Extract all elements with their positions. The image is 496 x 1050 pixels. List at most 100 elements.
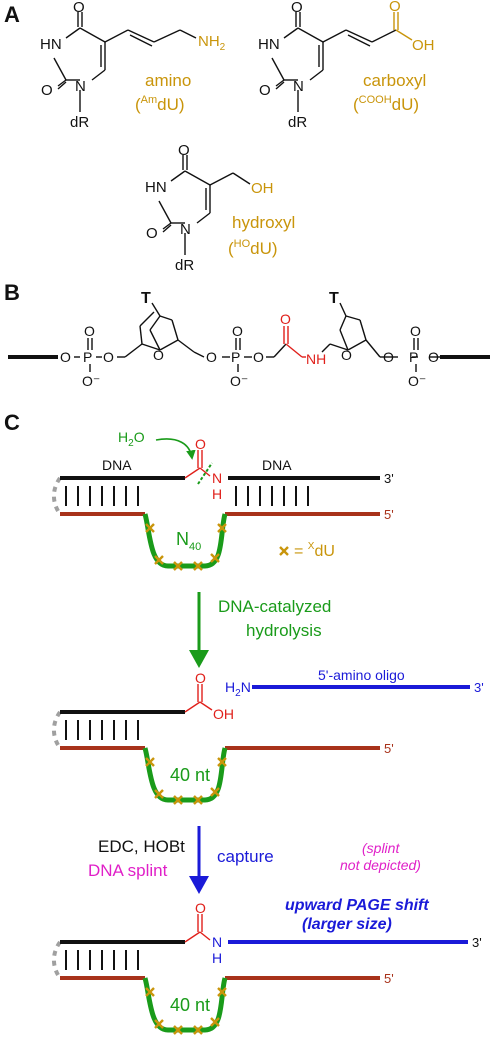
new-amide-3: [184, 914, 211, 943]
hydroxyl-ring-hn: HN: [145, 179, 167, 196]
amino-ring-dr: dR: [70, 114, 89, 131]
carboxyl-ring-hn: HN: [258, 36, 280, 53]
hydroxyl-label: hydroxyl: [232, 213, 295, 232]
carboxylic-acid-2: [184, 684, 213, 713]
cleavage-mark: [197, 462, 213, 485]
phosphate-1-p: P: [83, 349, 92, 365]
sugar-2-ring-o: O: [341, 347, 352, 363]
product-n: N: [212, 934, 222, 950]
catalytic-loop-2: [142, 747, 228, 803]
phosphate-3-o-top: O: [410, 323, 421, 339]
amide-nh: NH: [306, 351, 326, 367]
hydroxyl-dU-structure: [158, 155, 251, 255]
capture-label: capture: [217, 847, 274, 866]
splint-note-1: (splint: [362, 840, 400, 856]
step1-line1: DNA-catalyzed: [218, 597, 331, 616]
amino-abbreviation: (AmdU): [135, 94, 185, 114]
phosphate-3-o-right: O: [428, 349, 439, 365]
phosphate-3-o-left: O: [383, 349, 394, 365]
first-sugar-ring: [149, 302, 161, 351]
carboxyl-acid-oh: OH: [412, 37, 435, 54]
catalytic-loop-3: [142, 977, 228, 1033]
carboxyl-ring-n: N: [293, 78, 304, 95]
water-label: H2O: [118, 429, 145, 449]
phosphate-2-p: P: [231, 349, 240, 365]
backbone-bonds: [74, 311, 440, 372]
phosphate-2-o-top: O: [232, 323, 243, 339]
phosphate-2-o-right: O: [253, 349, 264, 365]
carboxyl-ring-dr: dR: [288, 114, 307, 131]
three-prime-1: 3': [384, 471, 394, 486]
amide-o: O: [280, 311, 291, 327]
amide-n-1: N: [212, 470, 222, 486]
h2n-label: H2N: [225, 679, 251, 699]
five-prime-1: 5': [384, 507, 394, 522]
phosphate-1-o-top: O: [84, 323, 95, 339]
splint-label: DNA splint: [88, 861, 168, 880]
amino-oligo-label: 5'-amino oligo: [318, 667, 405, 683]
loop-40nt-label-3: 40 nt: [170, 995, 210, 1015]
base-t-1: T: [141, 290, 151, 307]
three-prime-3: 3': [472, 935, 482, 950]
construct-1: [52, 438, 380, 572]
dna-label-left: DNA: [102, 457, 132, 473]
page-shift-line1: upward PAGE shift: [285, 897, 429, 914]
amino-substituent: NH2: [198, 33, 226, 53]
phosphate-2-o-left: O: [206, 349, 217, 365]
phosphate-2-o-minus: O⁻: [230, 373, 248, 389]
carboxyl-ring-o2: O: [259, 82, 271, 99]
base-pair-ticks-1: [65, 486, 309, 506]
hydroxyl-abbreviation: (HOdU): [228, 238, 278, 258]
sugar-1-ring-o: O: [153, 347, 164, 363]
amino-dU-structure: [53, 12, 197, 112]
dna-label-right: DNA: [262, 457, 292, 473]
hairpin-loop-1: [52, 476, 62, 516]
n40-label: N40: [176, 529, 201, 553]
hairpin-loop-3: [52, 940, 62, 980]
five-prime-3: 5': [384, 971, 394, 986]
capture-arrowhead: [189, 876, 209, 894]
carboxyl-abbreviation: (COOHdU): [353, 94, 419, 114]
hydroxyl-ring-dr: dR: [175, 257, 194, 274]
phosphate-1-o-right: O: [103, 349, 114, 365]
phosphate-3-p: P: [409, 349, 418, 365]
construct-2: [52, 684, 470, 806]
amide-linkage-bonds: [283, 326, 306, 358]
loop-40nt-label-2: 40 nt: [170, 765, 210, 785]
hydroxyl-substituent: OH: [251, 180, 274, 197]
amino-ring-o2: O: [41, 82, 53, 99]
acid-o: O: [195, 670, 206, 686]
carboxyl-acid-o: O: [389, 0, 401, 15]
legend-x-mark: [278, 545, 290, 557]
product-o: O: [195, 900, 206, 916]
product-h: H: [212, 950, 222, 966]
hydroxyl-ring-o: O: [178, 142, 190, 159]
base-pair-ticks-3: [65, 950, 139, 970]
panel-c-letter: C: [4, 410, 20, 435]
amino-ring-o: O: [73, 0, 85, 16]
catalytic-loop-1: [142, 513, 228, 569]
phosphate-3-o-minus: O⁻: [408, 373, 426, 389]
page-shift-line2: (larger size): [302, 916, 392, 933]
amino-ring-hn: HN: [40, 36, 62, 53]
acid-oh: OH: [213, 706, 234, 722]
phosphate-1-o-left: O: [60, 349, 71, 365]
second-sugar-bonds: [321, 302, 381, 358]
splint-note-2: not depicted): [340, 857, 421, 873]
carboxyl-ring-o: O: [291, 0, 303, 16]
step1-line2: hydrolysis: [246, 621, 322, 640]
water-attack-arrow: [155, 438, 196, 460]
scissile-amide-1: [184, 450, 211, 479]
construct-3: [52, 914, 468, 1036]
phosphate-1-o-minus: O⁻: [82, 373, 100, 389]
hydrolysis-arrowhead: [189, 650, 209, 668]
amide-h-1: H: [212, 486, 222, 502]
panel-b-letter: B: [4, 280, 20, 305]
three-prime-2: 3': [474, 680, 484, 695]
five-prime-2: 5': [384, 741, 394, 756]
reagents-label: EDC, HOBt: [98, 837, 185, 856]
carboxyl-label: carboxyl: [363, 71, 426, 90]
hydroxyl-ring-o2: O: [146, 225, 158, 242]
amino-label: amino: [145, 71, 191, 90]
